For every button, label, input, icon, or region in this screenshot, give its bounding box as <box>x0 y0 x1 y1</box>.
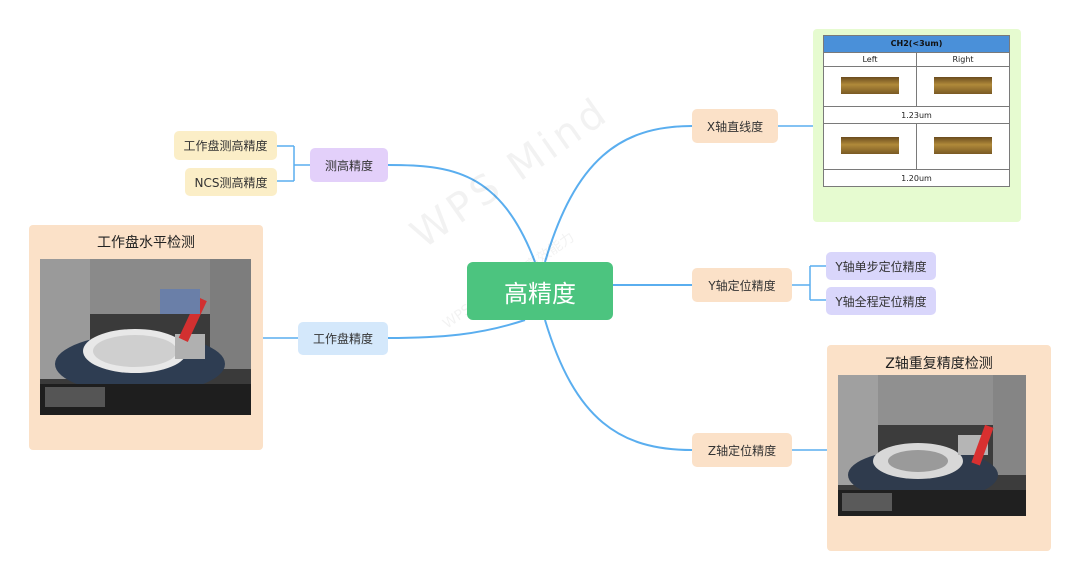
node-disk-height-precision[interactable]: 工作盘测高精度 <box>174 131 277 160</box>
node-disk-precision[interactable]: 工作盘精度 <box>298 322 388 355</box>
z-repeat-card: Z轴重复精度检测 <box>827 345 1051 551</box>
connector-disk <box>387 319 526 339</box>
x-straightness-table: CH2(<3um) Left Right 1.23um 1.20um <box>823 35 1010 187</box>
table-left-strip-2 <box>823 123 917 171</box>
node-height-precision[interactable]: 测高精度 <box>310 148 388 182</box>
node-y-positioning[interactable]: Y轴定位精度 <box>692 268 792 302</box>
disk-level-card-title: 工作盘水平检测 <box>97 235 195 251</box>
table-result-1: 1.23um <box>823 106 1010 125</box>
z-repeat-card-title: Z轴重复精度检测 <box>885 356 993 372</box>
table-right-strip-1 <box>916 66 1010 108</box>
connector-y-children <box>792 265 826 301</box>
disk-level-photo <box>40 259 251 415</box>
node-ncs-height-precision[interactable]: NCS测高精度 <box>185 168 277 196</box>
table-col-right: Right <box>916 51 1010 68</box>
node-x-straightness[interactable]: X轴直线度 <box>692 109 778 143</box>
node-y-single-step[interactable]: Y轴单步定位精度 <box>826 252 936 280</box>
table-right-strip-2 <box>916 123 1010 171</box>
z-repeat-photo <box>838 375 1026 516</box>
root-node[interactable]: 高精度 <box>467 262 613 320</box>
connector-x <box>544 125 693 263</box>
disk-level-card: 工作盘水平检测 <box>29 225 263 450</box>
connector-height-children <box>277 145 310 182</box>
table-header: CH2(<3um) <box>823 35 1010 53</box>
table-col-left: Left <box>823 51 917 68</box>
node-z-positioning[interactable]: Z轴定位精度 <box>692 433 792 467</box>
table-result-2: 1.20um <box>823 169 1010 187</box>
connector-z <box>544 319 693 451</box>
connector-height <box>387 164 536 263</box>
node-y-full-range[interactable]: Y轴全程定位精度 <box>826 287 936 315</box>
table-left-strip-1 <box>823 66 917 108</box>
